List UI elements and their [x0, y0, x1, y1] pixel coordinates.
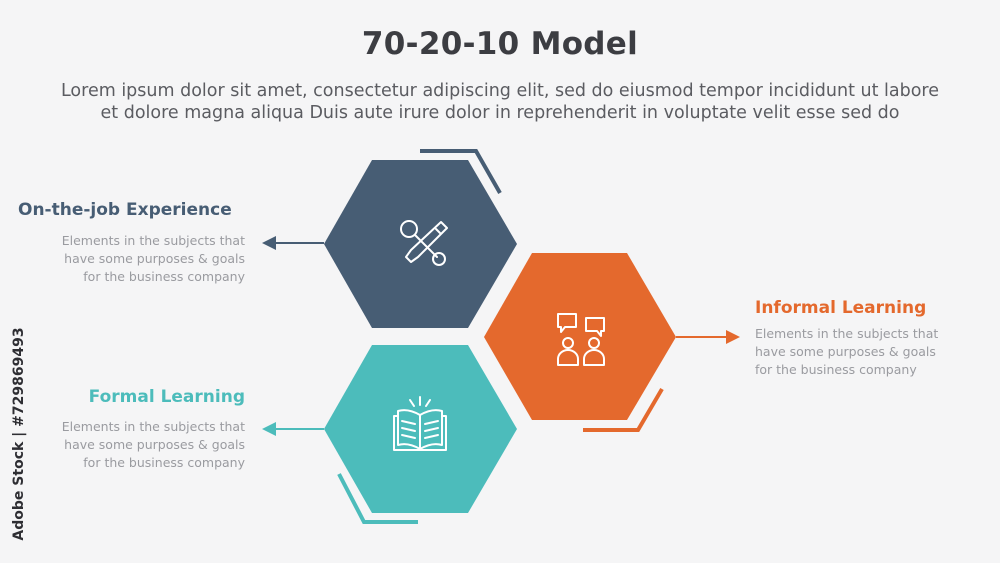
- page-title: 70-20-10 Model: [361, 26, 639, 62]
- description-line: have some purposes & goals: [64, 437, 245, 452]
- hexagon-accent-line: [583, 387, 664, 432]
- description-line: have some purposes & goals: [755, 344, 936, 359]
- description-line: have some purposes & goals: [64, 251, 245, 266]
- arrow-right-informal: [676, 330, 740, 344]
- heading-on-the-job: On-the-job Experience: [18, 200, 232, 220]
- hexagon-on-the-job: [324, 160, 517, 328]
- description-line: Elements in the subjects that: [755, 326, 939, 341]
- heading-informal: Informal Learning: [755, 298, 927, 318]
- arrow-left-on-the-job: [262, 236, 324, 250]
- hexagon-informal: [484, 253, 676, 420]
- arrow-left-formal: [262, 422, 324, 436]
- subtitle-line: Lorem ipsum dolor sit amet, consectetur …: [60, 81, 940, 101]
- description-formal: Elements in the subjects that have some …: [62, 418, 245, 472]
- watermark-text: Adobe Stock | #729869493: [11, 327, 27, 541]
- description-line: for the business company: [83, 269, 245, 284]
- discussion-icon: [557, 313, 605, 366]
- subtitle: Lorem ipsum dolor sit amet, consectetur …: [40, 80, 960, 124]
- stock-watermark: Adobe Stock | #729869493: [7, 318, 31, 550]
- description-line: for the business company: [83, 455, 245, 470]
- description-line: for the business company: [755, 362, 917, 377]
- heading-formal: Formal Learning: [88, 387, 245, 407]
- tools-icon: [400, 220, 448, 266]
- subtitle-line: et dolore magna aliqua Duis aute irure d…: [100, 103, 900, 123]
- hexagon-accent-line: [337, 473, 418, 524]
- hexagon-accent-line: [420, 149, 502, 194]
- description-informal: Elements in the subjects that have some …: [755, 325, 938, 379]
- description-line: Elements in the subjects that: [61, 419, 245, 434]
- open-book-icon: [393, 396, 447, 451]
- description-line: Elements in the subjects that: [61, 233, 245, 248]
- description-on-the-job: Elements in the subjects that have some …: [62, 232, 245, 286]
